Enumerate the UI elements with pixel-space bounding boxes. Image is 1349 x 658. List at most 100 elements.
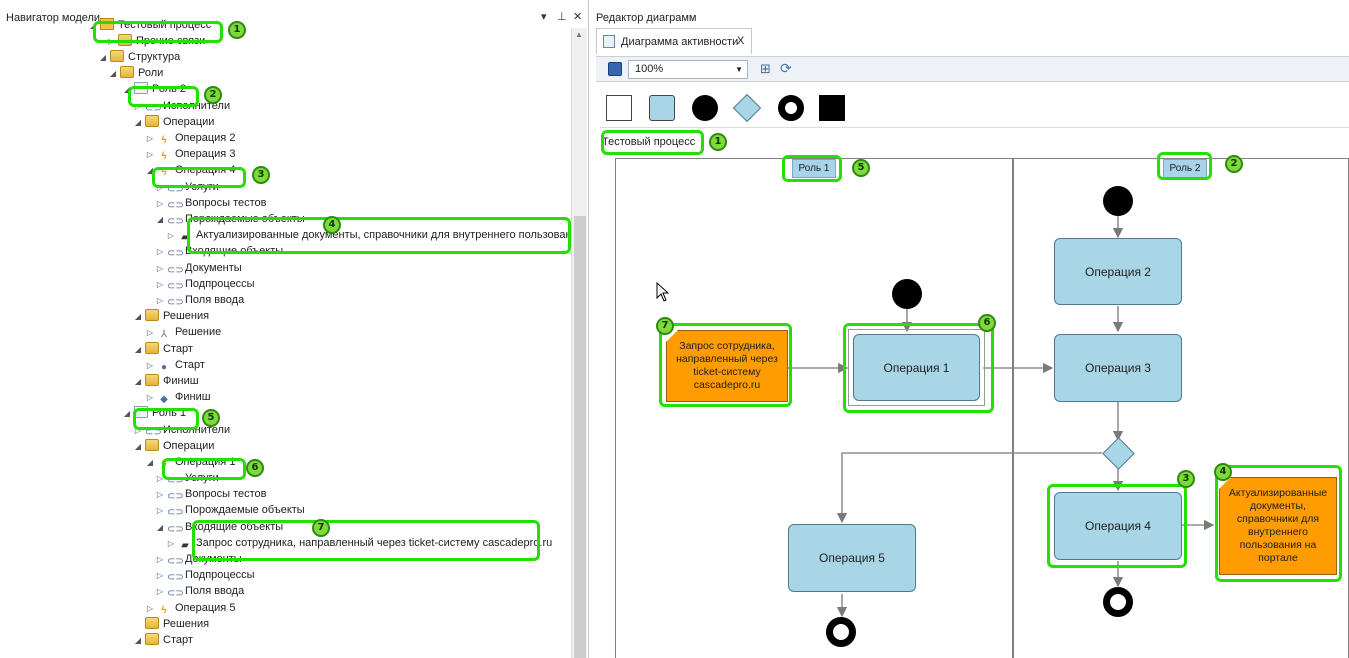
tree-node[interactable]: ▷⊂⊃Вопросы тестов (155, 486, 267, 502)
tree-node[interactable]: ◢⊂⊃Входящие объекты (155, 519, 283, 535)
collapsed-arrow-icon[interactable]: ▷ (167, 231, 175, 240)
palette-finish-shape[interactable] (778, 95, 804, 121)
collapsed-arrow-icon[interactable]: ▷ (156, 247, 164, 256)
operation-5[interactable]: Операция 5 (788, 524, 916, 592)
expanded-arrow-icon[interactable]: ◢ (156, 215, 164, 224)
finish-node-role-1[interactable] (826, 617, 856, 647)
tree-node[interactable]: ▷▰Актуализированные документы, справочни… (166, 227, 584, 243)
folder-icon (145, 633, 159, 645)
link-icon: ⊂⊃ (167, 281, 184, 292)
tree-node[interactable]: ◢Решения (133, 308, 209, 324)
collapsed-arrow-icon[interactable]: ▷ (156, 199, 164, 208)
collapsed-arrow-icon[interactable]: ▷ (146, 328, 154, 337)
layout-icon[interactable]: ⊞ (760, 61, 771, 76)
collapsed-arrow-icon[interactable]: ▷ (156, 571, 164, 580)
tree-node[interactable]: ▷⊂⊃Документы (155, 260, 242, 276)
expanded-arrow-icon[interactable]: ◢ (156, 523, 164, 532)
tree-node[interactable]: Решения (133, 616, 209, 632)
tree-node[interactable]: ◢Операции (133, 438, 214, 454)
tree-node[interactable]: ▷⊂⊃Поля ввода (155, 583, 244, 599)
tree-node[interactable]: ◢Старт (133, 341, 193, 357)
collapsed-arrow-icon[interactable]: ▷ (156, 264, 164, 273)
tree-node[interactable]: ▷▰Запрос сотрудника, направленный через … (166, 535, 552, 551)
expanded-arrow-icon[interactable]: ◢ (134, 118, 142, 127)
close-icon[interactable]: ✕ (573, 11, 583, 23)
finish-node-role-2[interactable] (1103, 587, 1133, 617)
expanded-arrow-icon[interactable]: ◢ (123, 85, 131, 94)
collapsed-arrow-icon[interactable]: ▷ (167, 539, 175, 548)
dropdown-icon[interactable]: ▾ (541, 11, 547, 23)
palette-block-shape[interactable] (819, 95, 845, 121)
tab-close-button[interactable]: X (737, 35, 745, 47)
tree-node[interactable]: ◢Старт (133, 632, 193, 648)
collapsed-arrow-icon[interactable]: ▷ (156, 296, 164, 305)
collapsed-arrow-icon[interactable]: ▷ (156, 280, 164, 289)
expanded-arrow-icon[interactable]: ◢ (134, 312, 142, 321)
diagram-canvas[interactable]: Тестовый процесс Роль 1 Роль 2 Запрос со… (600, 127, 1349, 658)
operation-4[interactable]: Операция 4 (1054, 492, 1182, 560)
palette-operation-shape[interactable] (649, 95, 675, 121)
pin-icon[interactable]: ⊥ (557, 11, 567, 23)
operation-1[interactable]: Операция 1 (853, 334, 980, 401)
collapsed-arrow-icon[interactable]: ▷ (146, 604, 154, 613)
expanded-arrow-icon[interactable]: ◢ (134, 377, 142, 386)
vertical-scrollbar[interactable]: ▲ (571, 28, 587, 658)
tree-node[interactable]: ▷⊂⊃Поля ввода (155, 292, 244, 308)
tab-activity-diagram[interactable]: Диаграмма активности X (596, 28, 752, 54)
expanded-arrow-icon[interactable]: ◢ (134, 442, 142, 451)
palette-start-shape[interactable] (692, 95, 718, 121)
tree-node[interactable]: ◢Структура (98, 49, 180, 65)
save-icon[interactable] (608, 62, 622, 76)
collapsed-arrow-icon[interactable]: ▷ (156, 490, 164, 499)
expanded-arrow-icon[interactable]: ◢ (146, 166, 154, 175)
folder-icon (145, 115, 159, 127)
expanded-arrow-icon[interactable]: ◢ (146, 458, 154, 467)
tree-node[interactable]: ▷⊂⊃Порождаемые объекты (155, 502, 305, 518)
process-label[interactable]: Тестовый процесс (602, 136, 696, 148)
collapsed-arrow-icon[interactable]: ▷ (156, 587, 164, 596)
collapsed-arrow-icon[interactable]: ▷ (156, 555, 164, 564)
tree-node[interactable]: ▷⅄Решение (145, 324, 221, 340)
expanded-arrow-icon[interactable]: ◢ (123, 409, 131, 418)
object-updated-documents[interactable]: Актуализированные документы, справочники… (1219, 477, 1337, 575)
start-node-role-1[interactable] (892, 279, 922, 309)
expanded-arrow-icon[interactable]: ◢ (99, 53, 107, 62)
palette-decision-shape[interactable] (732, 93, 762, 123)
lane-role-2[interactable] (1013, 158, 1349, 658)
expanded-arrow-icon[interactable]: ◢ (134, 636, 142, 645)
start-node-role-2[interactable] (1103, 186, 1133, 216)
tree-node[interactable]: ▷⊂⊃Вопросы тестов (155, 195, 267, 211)
tree-node[interactable]: ▷◆Финиш (145, 389, 211, 405)
expanded-arrow-icon[interactable]: ◢ (134, 345, 142, 354)
collapsed-arrow-icon[interactable]: ▷ (146, 150, 154, 159)
link-icon: ⊂⊃ (167, 588, 184, 599)
scroll-up-icon[interactable]: ▲ (575, 30, 583, 39)
tree-node[interactable]: ▷●Старт (145, 357, 205, 373)
operation-3[interactable]: Операция 3 (1054, 334, 1182, 402)
collapsed-arrow-icon[interactable]: ▷ (156, 474, 164, 483)
folder-icon (145, 309, 159, 321)
collapsed-arrow-icon[interactable]: ▷ (146, 393, 154, 402)
object-employee-request[interactable]: Запрос сотрудника, направленный через ti… (666, 330, 788, 402)
expanded-arrow-icon[interactable]: ◢ (109, 69, 117, 78)
tree-node[interactable]: ◢Финиш (133, 373, 199, 389)
collapsed-arrow-icon[interactable]: ▷ (146, 134, 154, 143)
palette-rectangle-shape[interactable] (606, 95, 632, 121)
collapsed-arrow-icon[interactable]: ▷ (156, 506, 164, 515)
operation-2[interactable]: Операция 2 (1054, 238, 1182, 305)
tree-node-label: Решение (175, 326, 222, 338)
collapsed-arrow-icon[interactable]: ▷ (134, 426, 142, 435)
scrollbar-thumb[interactable] (574, 216, 586, 658)
tree-node[interactable]: ◢Операции (133, 114, 214, 130)
tree-node[interactable]: ▷⊂⊃Подпроцессы (155, 567, 255, 583)
tree-node[interactable]: ◢Роли (108, 65, 163, 81)
lane-label-role-1[interactable]: Роль 1 (792, 159, 836, 178)
tree-node[interactable]: ▷⊂⊃Подпроцессы (155, 276, 255, 292)
refresh-icon[interactable]: ⟳ (780, 60, 792, 76)
lane-role-1[interactable] (615, 158, 1013, 658)
collapsed-arrow-icon[interactable]: ▷ (146, 361, 154, 370)
zoom-select[interactable]: 100% ▼ (628, 60, 748, 79)
